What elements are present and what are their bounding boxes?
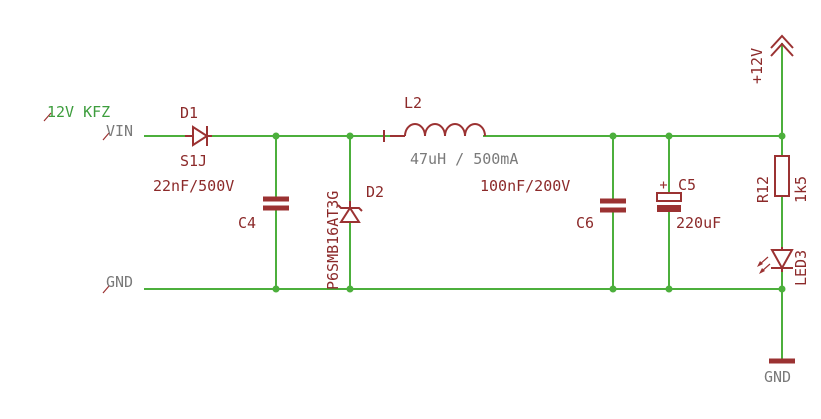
d1-ref: D1 bbox=[180, 104, 198, 122]
junction-dot bbox=[665, 132, 673, 140]
pin-flag-mark bbox=[102, 132, 110, 141]
supply-12v-symbol: +12V bbox=[748, 34, 794, 84]
d1-body bbox=[192, 125, 209, 147]
light-arrow-icon bbox=[757, 261, 763, 267]
junctions bbox=[272, 132, 786, 293]
ground-label: GND bbox=[764, 368, 791, 386]
junction-dot bbox=[778, 285, 786, 293]
d2-ref: D2 bbox=[366, 183, 384, 201]
capacitor-c4: 22nF/500V C4 bbox=[153, 177, 289, 232]
net-labels: 12V KFZ VIN GND bbox=[43, 103, 133, 294]
l2-ref: L2 bbox=[404, 94, 422, 112]
led3-ref: LED3 bbox=[792, 250, 810, 286]
diode-d1: D1 S1J bbox=[180, 104, 212, 170]
c6-value: 100nF/200V bbox=[480, 177, 570, 195]
arrow-up-icon bbox=[770, 34, 794, 49]
resistor-r12: R12 1k5 bbox=[754, 155, 810, 203]
arrow-up-icon bbox=[770, 42, 794, 57]
capacitor-c6: 100nF/200V C6 bbox=[480, 177, 626, 232]
junction-dot bbox=[609, 285, 617, 293]
d2-value: P6SMB16AT3G bbox=[324, 191, 342, 290]
l2-value: 47uH / 500mA bbox=[410, 150, 518, 168]
r12-ref: R12 bbox=[754, 176, 772, 203]
c5-plate-positive bbox=[656, 192, 682, 202]
c5-value: 220uF bbox=[676, 214, 721, 232]
c6-ref: C6 bbox=[576, 214, 594, 232]
junction-dot bbox=[346, 132, 354, 140]
d1-value: S1J bbox=[180, 152, 207, 170]
c5-ref: C5 bbox=[678, 176, 696, 194]
inductor-l2: L2 47uH / 500mA bbox=[383, 94, 518, 168]
pin-label-gnd: GND bbox=[106, 273, 133, 291]
light-arrow-icon bbox=[759, 268, 765, 274]
net-flag-mark bbox=[43, 112, 52, 122]
r12-body bbox=[774, 155, 790, 197]
junction-dot bbox=[665, 285, 673, 293]
junction-dot bbox=[609, 132, 617, 140]
net-label-12v-kfz: 12V KFZ bbox=[47, 103, 110, 121]
junction-dot bbox=[272, 285, 280, 293]
c4-value: 22nF/500V bbox=[153, 177, 234, 195]
l2-coil bbox=[404, 123, 486, 137]
r12-value: 1k5 bbox=[792, 176, 810, 203]
junction-dot bbox=[272, 132, 280, 140]
c5-plate-negative bbox=[657, 205, 681, 212]
pin-flag-mark bbox=[102, 285, 110, 294]
junction-dot bbox=[778, 132, 786, 140]
supply-12v-label: +12V bbox=[748, 48, 766, 84]
tvs-diode-d2: D2 P6SMB16AT3G bbox=[324, 183, 384, 290]
electrolytic-capacitor-c5: C5 220uF bbox=[656, 176, 721, 232]
led-led3: LED3 bbox=[757, 247, 810, 286]
junction-dot bbox=[346, 285, 354, 293]
led3-body bbox=[770, 249, 794, 271]
d2-body bbox=[339, 206, 361, 223]
c4-ref: C4 bbox=[238, 214, 256, 232]
pin-label-vin: VIN bbox=[106, 122, 133, 140]
ground-symbol: GND bbox=[764, 358, 795, 386]
wires bbox=[144, 43, 783, 361]
